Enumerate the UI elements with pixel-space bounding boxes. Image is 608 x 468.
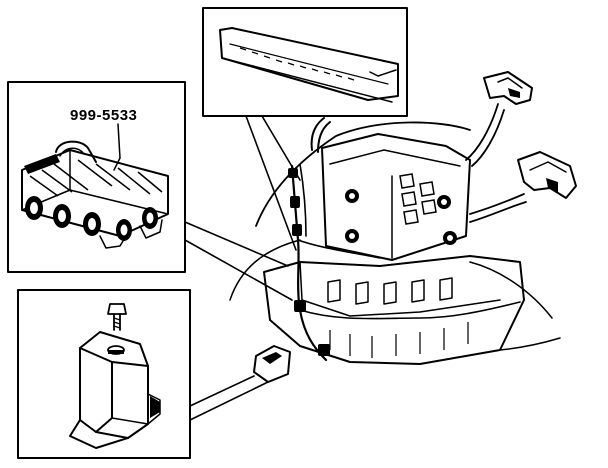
tool-part-number: 999-5533	[70, 107, 137, 124]
inset-top-cable-detail	[202, 7, 408, 117]
special-tool-graphic	[21, 140, 169, 249]
clip-lower	[517, 151, 577, 199]
bolt-graphic	[107, 303, 127, 331]
bracket-graphic	[69, 331, 161, 449]
inset-special-tool: 999-5533	[7, 81, 186, 273]
engine-assembly	[229, 103, 561, 383]
harness-connector	[253, 345, 291, 383]
wiring-harness	[288, 163, 521, 362]
leader-lines	[184, 115, 301, 421]
clip-upper	[483, 71, 533, 105]
inset-bracket-detail	[17, 289, 191, 459]
